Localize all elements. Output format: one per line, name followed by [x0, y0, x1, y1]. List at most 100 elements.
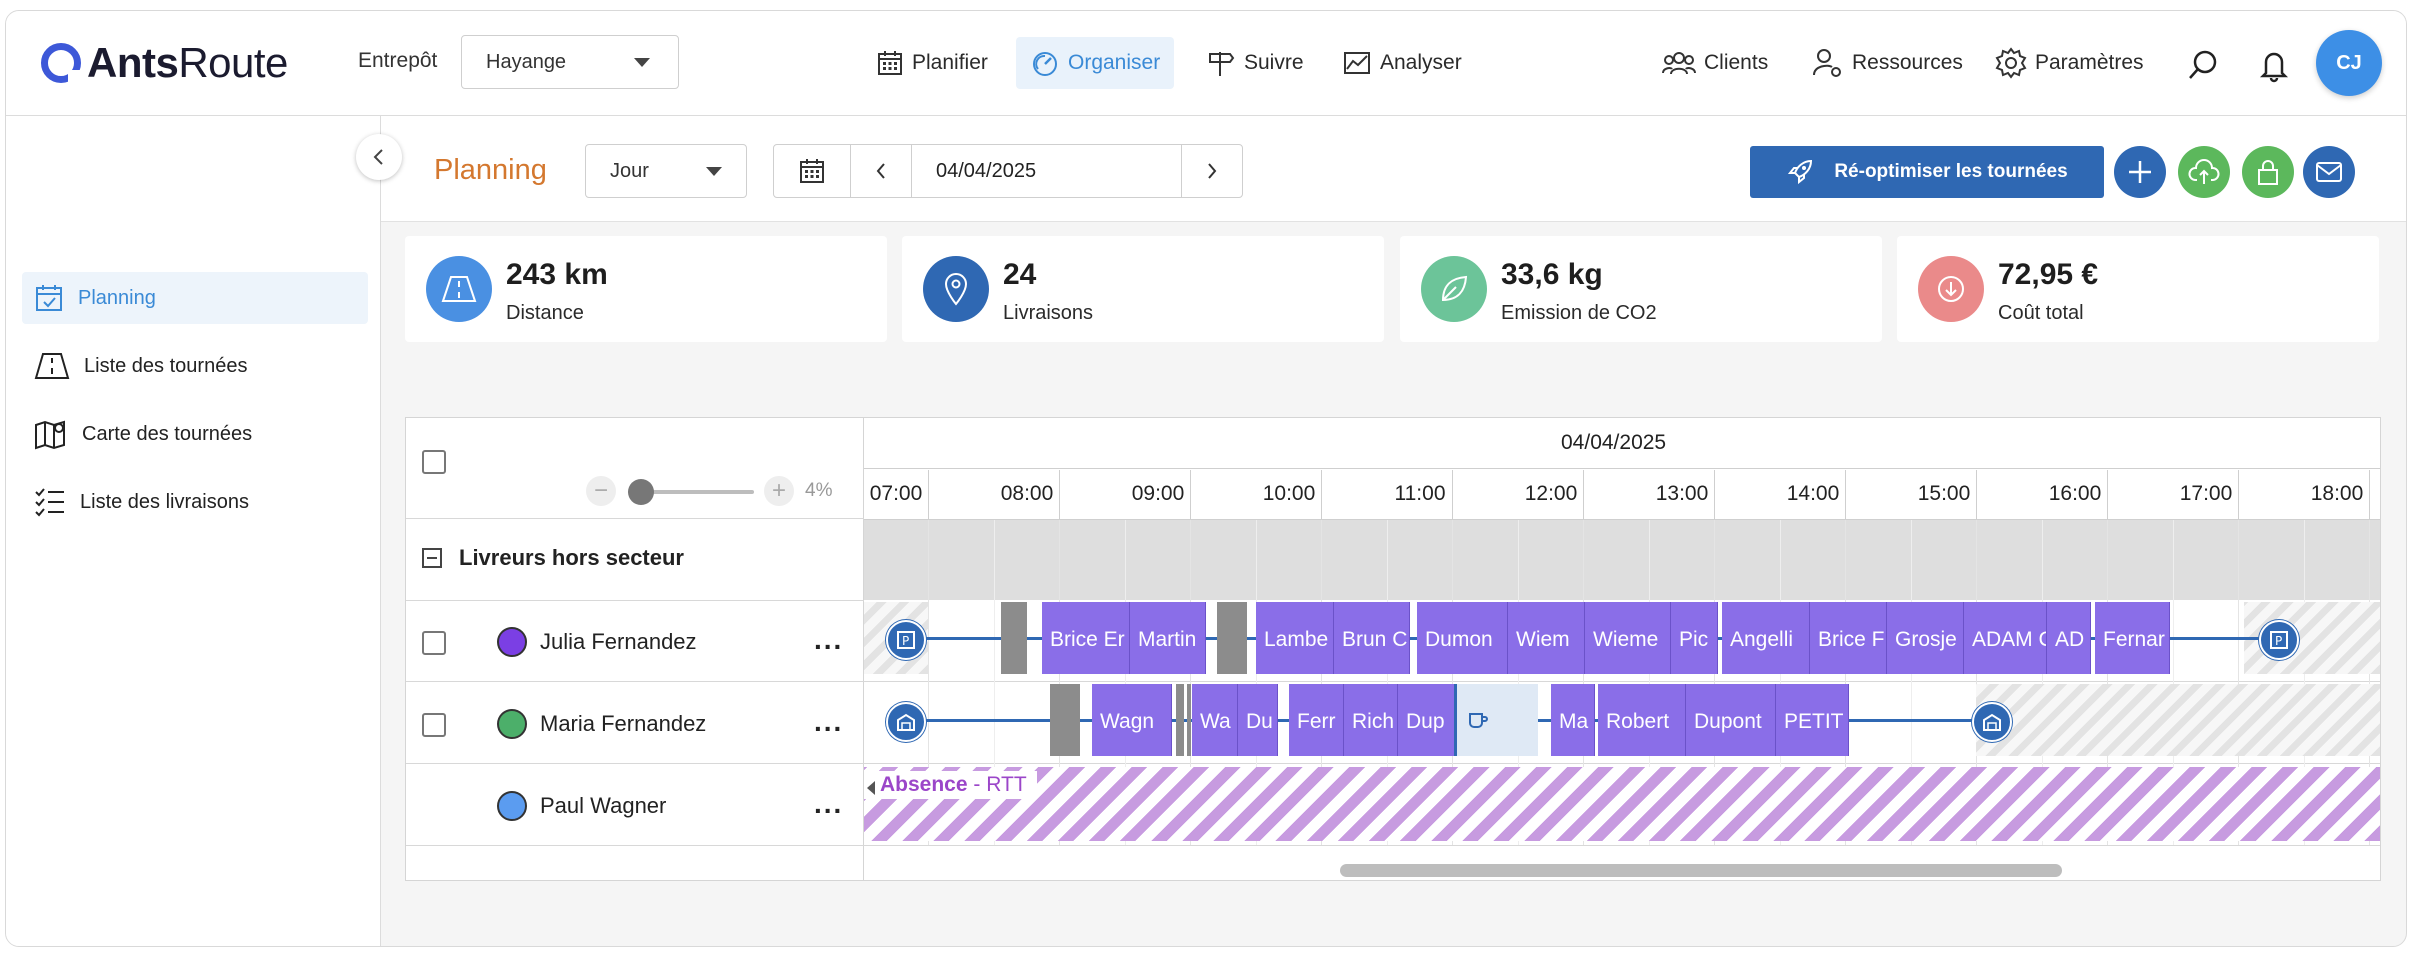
sidebar-item-carte-tournees[interactable]: Carte des tournées [22, 408, 368, 460]
nav-clients[interactable]: Clients [1656, 37, 1774, 89]
delivery-block[interactable]: PETIT [1776, 684, 1849, 756]
next-day-button[interactable] [1182, 145, 1242, 197]
email-button[interactable] [2303, 146, 2355, 198]
chevron-right-icon [1208, 163, 1217, 179]
hour-label: 11:00 [1394, 482, 1446, 505]
zoom-in-button[interactable]: + [764, 476, 794, 506]
logo[interactable]: AntsRoute [41, 33, 288, 93]
hour-tick [2107, 470, 2108, 520]
delivery-block[interactable]: Lambe [1256, 602, 1334, 674]
delivery-block[interactable]: Pic [1671, 602, 1718, 674]
warehouse-select[interactable]: Hayange [461, 35, 679, 89]
nav-suivre[interactable]: Suivre [1192, 37, 1318, 89]
sidebar-item-planning[interactable]: Planning [22, 272, 368, 324]
sidebar-item-liste-livraisons-label: Liste des livraisons [80, 490, 249, 513]
delivery-block[interactable]: Du [1238, 684, 1278, 756]
planning-toolbar: Planning Jour 04/04/2025 Ré-optimiser le… [381, 116, 2406, 222]
page-title: Planning [434, 154, 547, 186]
calendar-button[interactable] [774, 145, 851, 197]
delivery-block[interactable]: Ferr [1289, 684, 1344, 756]
delivery-block[interactable]: Wieme [1585, 602, 1671, 674]
parking-end-icon[interactable]: P [2259, 620, 2299, 660]
cloud-upload-button[interactable] [2178, 146, 2230, 198]
delivery-block[interactable]: Wa [1192, 684, 1238, 756]
previous-day-button[interactable] [851, 145, 912, 197]
sidebar-item-liste-tournees[interactable]: Liste des tournées [22, 340, 368, 392]
delivery-block[interactable]: Wiem [1508, 602, 1585, 674]
kpi-co2-label: Emission de CO2 [1501, 302, 1657, 324]
view-select[interactable]: Jour [585, 144, 747, 198]
timeline-header-divider [864, 519, 2380, 520]
lock-button[interactable] [2242, 146, 2294, 198]
break-block[interactable] [1217, 602, 1247, 674]
zoom-out-button[interactable]: − [586, 476, 616, 506]
search-icon[interactable] [2186, 48, 2220, 82]
sidebar-item-carte-tournees-label: Carte des tournées [82, 422, 253, 445]
delivery-block[interactable]: Brice F [1810, 602, 1887, 674]
break-block[interactable] [1001, 602, 1027, 674]
avatar[interactable]: CJ [2316, 30, 2382, 96]
resource-checkbox[interactable] [422, 631, 446, 655]
horizontal-scrollbar[interactable] [1340, 864, 2062, 877]
break-block[interactable] [1176, 684, 1184, 756]
delivery-block[interactable]: Angelli [1722, 602, 1810, 674]
coffee-icon [1469, 713, 1488, 728]
resource-checkbox[interactable] [422, 713, 446, 737]
delivery-block[interactable]: AD [2047, 602, 2091, 674]
timeline-date: 04/04/2025 [1561, 431, 1667, 454]
resource-menu-button[interactable]: ... [814, 788, 844, 819]
bell-icon[interactable] [2258, 47, 2290, 83]
delivery-block[interactable]: ADAM C [1964, 602, 2047, 674]
view-select-value: Jour [610, 160, 649, 182]
half-hour-gridline [2172, 520, 2174, 845]
delivery-block[interactable]: Dup [1398, 684, 1455, 756]
nav-parametres[interactable]: Paramètres [1989, 37, 2150, 89]
nav-organiser[interactable]: Organiser [1016, 37, 1175, 89]
delivery-block[interactable]: Brice Er [1042, 602, 1130, 674]
nav-analyser[interactable]: Analyser [1328, 37, 1476, 89]
delivery-block[interactable]: Rich [1344, 684, 1398, 756]
app-window: AntsRoute Entrepôt Hayange Planifier Org… [5, 10, 2407, 947]
zoom-slider-thumb[interactable] [627, 479, 654, 505]
hour-label: 08:00 [1000, 482, 1054, 505]
delivery-block[interactable]: Brun C [1334, 602, 1410, 674]
list-icon [35, 488, 64, 517]
chevron-down-icon [706, 167, 722, 176]
group-label: Livreurs hors secteur [459, 545, 684, 570]
collapse-group-icon[interactable] [422, 548, 442, 568]
row-divider [864, 763, 2380, 764]
break-block[interactable] [1050, 684, 1080, 756]
zoom-slider-track[interactable] [628, 490, 754, 494]
delivery-block[interactable]: Martin [1130, 602, 1206, 674]
delivery-block[interactable]: Robert [1598, 684, 1686, 756]
warehouse-start-icon[interactable] [886, 702, 926, 742]
select-all-checkbox[interactable] [422, 450, 446, 474]
delivery-block[interactable]: Dumon [1417, 602, 1508, 674]
half-hour-gridline [1255, 520, 1257, 845]
warehouse-end-icon[interactable] [1972, 702, 2012, 742]
date-input[interactable]: 04/04/2025 [912, 145, 1182, 197]
delivery-block[interactable]: Wagn [1092, 684, 1172, 756]
add-button[interactable] [2114, 146, 2166, 198]
delivery-block[interactable]: Ma [1551, 684, 1595, 756]
reoptimize-button[interactable]: Ré-optimiser les tournées [1750, 146, 2104, 198]
hour-label: 16:00 [2048, 482, 2102, 505]
sidebar-collapse-button[interactable] [356, 134, 402, 180]
hour-label: 14:00 [1786, 482, 1840, 505]
delivery-block[interactable]: Grosje [1887, 602, 1964, 674]
hour-tick [1845, 470, 1846, 520]
nav-planifier[interactable]: Planifier [862, 37, 1002, 89]
lunch-break-block[interactable] [1454, 684, 1538, 756]
break-block[interactable] [1187, 684, 1191, 756]
resource-menu-button[interactable]: ... [814, 624, 844, 655]
sidebar-item-liste-livraisons[interactable]: Liste des livraisons [22, 476, 368, 528]
parking-start-icon[interactable]: P [886, 620, 926, 660]
nav-ressources[interactable]: Ressources [1806, 37, 1969, 89]
resource-color-dot [497, 627, 527, 657]
resource-menu-button[interactable]: ... [814, 706, 844, 737]
delivery-block[interactable]: Fernar [2095, 602, 2170, 674]
absence-block[interactable] [864, 767, 2380, 841]
delivery-block[interactable]: Dupont [1686, 684, 1776, 756]
logo-text-route: Route [178, 39, 288, 86]
